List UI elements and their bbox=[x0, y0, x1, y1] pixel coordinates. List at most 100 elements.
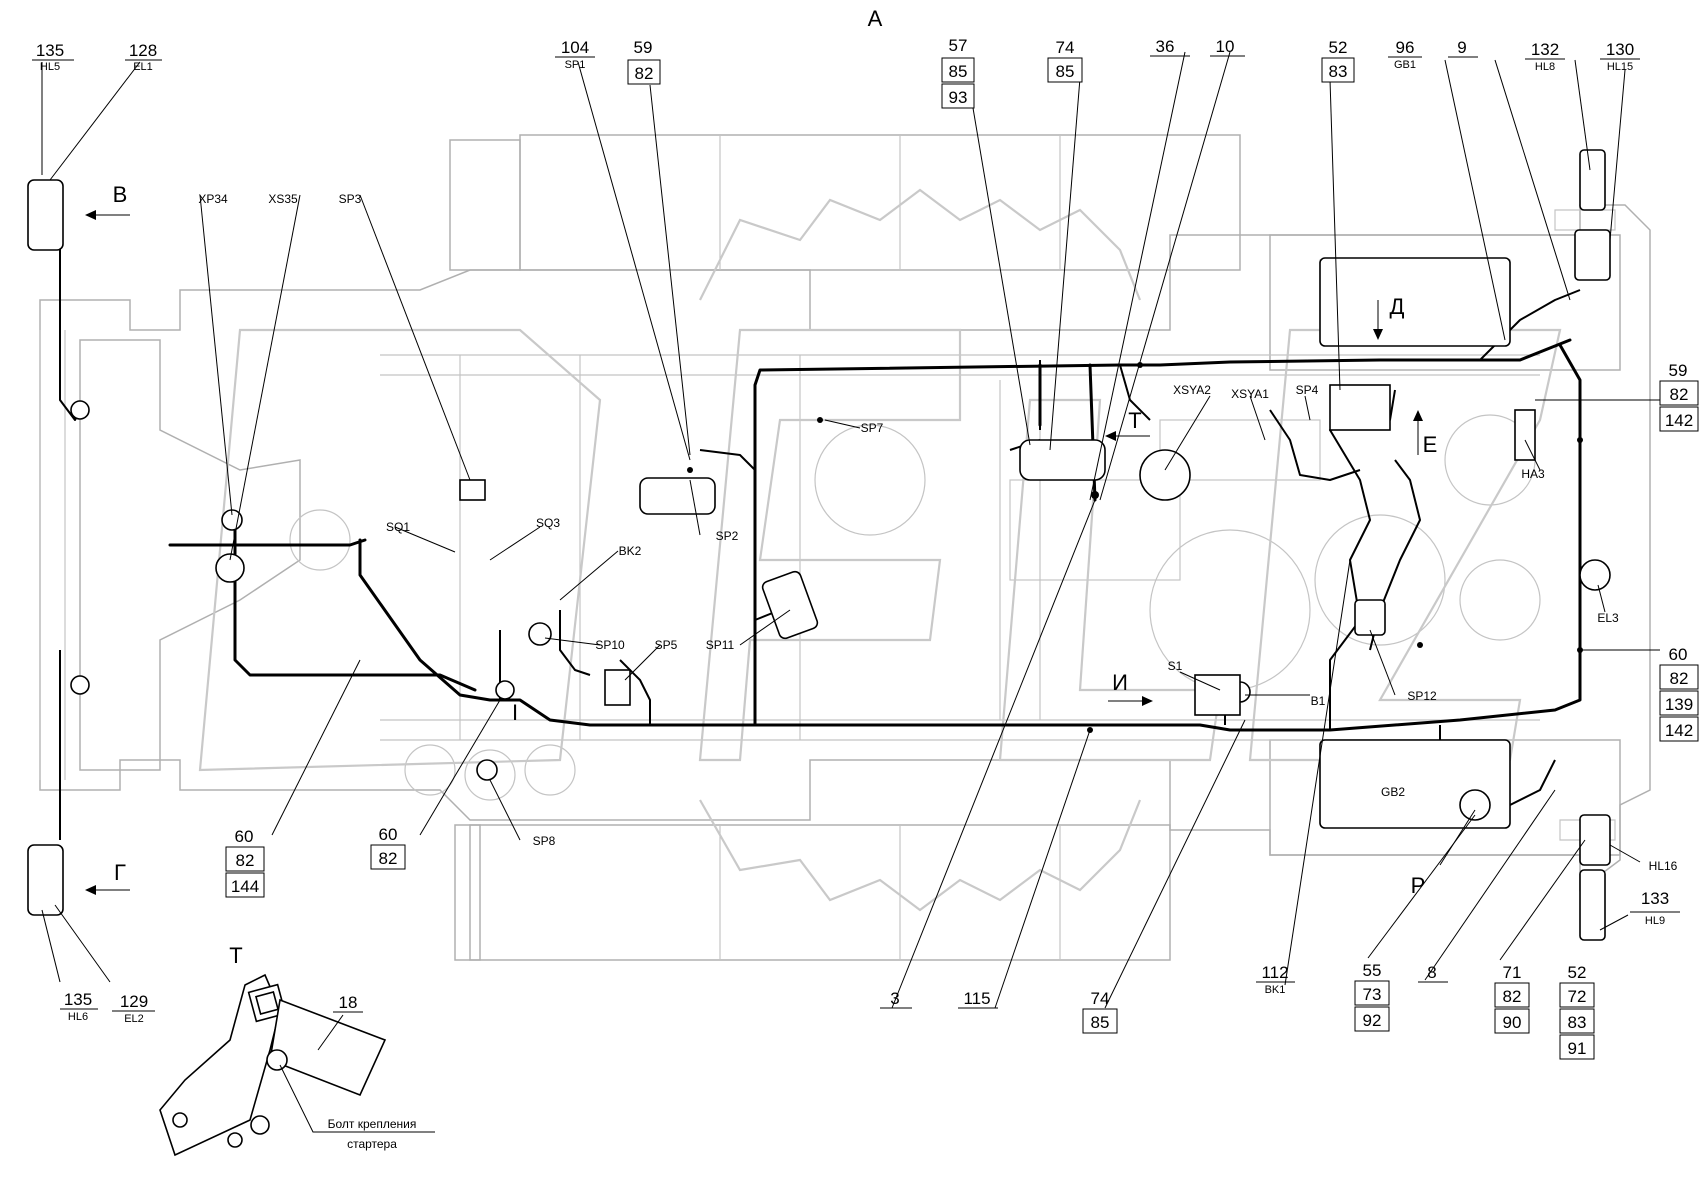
callout-128: 128 bbox=[129, 41, 157, 60]
callout-90: 90 bbox=[1503, 1013, 1522, 1032]
callout-73: 73 bbox=[1363, 985, 1382, 1004]
ground-point-i bbox=[495, 680, 515, 700]
callout-93: 93 bbox=[949, 88, 968, 107]
label-ha3: HA3 bbox=[1521, 467, 1545, 481]
callout-112-sub: BK1 bbox=[1265, 984, 1286, 996]
callout-130-sub: HL15 bbox=[1607, 61, 1633, 73]
detail-view-t: Т 18 Болт крепления стартера bbox=[159, 943, 435, 1157]
lamp-socket-left-rear bbox=[70, 675, 90, 695]
label-sp4: SP4 bbox=[1296, 383, 1319, 397]
label-gb2: GB2 bbox=[1381, 785, 1405, 799]
el3-lamp bbox=[1579, 559, 1611, 591]
callout-8: 8 bbox=[1427, 963, 1436, 982]
label-hl16: HL16 bbox=[1649, 859, 1678, 873]
label-xs35: XS35 bbox=[268, 192, 298, 206]
gb2-terminal bbox=[1459, 789, 1491, 821]
label-ground-i: I bbox=[512, 700, 518, 725]
relay-box-sp4 bbox=[1329, 384, 1391, 431]
callout-60-right: 60 bbox=[1669, 645, 1688, 664]
callout-60-b: 60 bbox=[379, 825, 398, 844]
components bbox=[27, 149, 1611, 941]
leader-lines bbox=[41, 51, 1660, 1009]
view-markers: А В Г Т Д Е И Р bbox=[85, 6, 1437, 898]
callout-10: 10 bbox=[1216, 37, 1235, 56]
callout-142-b: 142 bbox=[1665, 721, 1693, 740]
view-letter-e: Е bbox=[1423, 432, 1438, 457]
battery-gb1 bbox=[1319, 257, 1511, 347]
callout-85b: 85 bbox=[1056, 62, 1075, 81]
sp12-sensor bbox=[1354, 599, 1386, 636]
callout-82-a: 82 bbox=[236, 851, 255, 870]
label-sp10: SP10 bbox=[595, 638, 625, 652]
detail-note-line2: стартера bbox=[347, 1137, 397, 1151]
callout-135-top-sub: HL5 bbox=[40, 61, 60, 73]
callouts-bottom: 60 82 144 60 82 135 HL6 129 EL2 3 115 74… bbox=[60, 825, 1680, 1060]
sp3-sensor bbox=[459, 479, 486, 501]
callout-74-top: 74 bbox=[1056, 38, 1075, 57]
callout-82-c: 82 bbox=[1503, 987, 1522, 1006]
sp10-sensor bbox=[528, 622, 552, 646]
label-sp3: SP3 bbox=[339, 192, 362, 206]
view-letter-t: Т bbox=[1128, 408, 1141, 433]
callout-139: 139 bbox=[1665, 695, 1693, 714]
label-bk2: BK2 bbox=[619, 544, 642, 558]
headlamp-left-rear bbox=[27, 844, 64, 916]
view-letter-v: В bbox=[113, 182, 128, 207]
callout-130: 130 bbox=[1606, 40, 1634, 59]
label-sp11: SP11 bbox=[706, 638, 735, 652]
callout-129-sub: EL2 bbox=[124, 1013, 144, 1025]
callouts-top: 135 HL5 128 EL1 104 SP1 59 82 57 85 93 7… bbox=[32, 36, 1640, 109]
label-sp5: SP5 bbox=[655, 638, 678, 652]
callout-59-right: 59 bbox=[1669, 361, 1688, 380]
lamp-hl16 bbox=[1579, 814, 1611, 866]
lamp-socket-left-front bbox=[70, 400, 90, 420]
label-xsya1: XSYA1 bbox=[1231, 387, 1269, 401]
view-letter-i: И bbox=[1112, 670, 1128, 695]
callout-96-sub: GB1 bbox=[1394, 59, 1416, 71]
callout-71: 71 bbox=[1503, 963, 1522, 982]
callout-96: 96 bbox=[1396, 38, 1415, 57]
label-s1: S1 bbox=[1168, 659, 1183, 673]
detail-note-line1: Болт крепления bbox=[328, 1117, 417, 1131]
callout-132-sub: HL8 bbox=[1535, 61, 1555, 73]
view-letter-r: Р bbox=[1411, 873, 1426, 898]
callout-60-a: 60 bbox=[235, 827, 254, 846]
callout-133-sub: HL9 bbox=[1645, 915, 1665, 927]
sp11-pump bbox=[761, 570, 819, 640]
headlamp-left-front bbox=[27, 179, 64, 251]
callout-85-bot: 85 bbox=[1091, 1013, 1110, 1032]
main-harness bbox=[59, 225, 1582, 840]
xsya2-valve bbox=[1139, 449, 1191, 501]
callout-82-right-a: 82 bbox=[1670, 385, 1689, 404]
callout-55: 55 bbox=[1363, 961, 1382, 980]
lamp-hl8 bbox=[1579, 149, 1606, 211]
callout-142-a: 142 bbox=[1665, 411, 1693, 430]
label-b1: B1 bbox=[1311, 694, 1326, 708]
lamp-hl9 bbox=[1579, 869, 1606, 941]
label-sp7: SP7 bbox=[861, 421, 884, 435]
label-sp8: SP8 bbox=[533, 834, 556, 848]
callout-82-b: 82 bbox=[379, 849, 398, 868]
label-sp12: SP12 bbox=[1407, 689, 1437, 703]
callout-52-bot: 52 bbox=[1568, 963, 1587, 982]
callout-112: 112 bbox=[1261, 963, 1288, 982]
designators: XP34 XS35 SP3 SQ1 SQ3 BK2 SP2 SP10 SP5 S… bbox=[198, 192, 1677, 873]
callout-18: 18 bbox=[339, 993, 358, 1012]
callout-144: 144 bbox=[231, 877, 259, 896]
callout-3: 3 bbox=[890, 989, 899, 1008]
callout-9: 9 bbox=[1457, 38, 1466, 57]
callout-132: 132 bbox=[1531, 40, 1559, 59]
s1-switch bbox=[1194, 674, 1241, 716]
callout-133: 133 bbox=[1641, 889, 1669, 908]
xs35-connector bbox=[215, 553, 245, 583]
callout-115: 115 bbox=[963, 989, 990, 1008]
callout-83: 83 bbox=[1329, 62, 1348, 81]
callout-128-sub: EL1 bbox=[133, 61, 153, 73]
callout-82: 82 bbox=[635, 64, 654, 83]
starter bbox=[1019, 439, 1106, 481]
label-el3: EL3 bbox=[1597, 611, 1619, 625]
callout-59: 59 bbox=[634, 38, 653, 57]
detail-title: Т bbox=[229, 943, 242, 968]
label-sp2: SP2 bbox=[716, 529, 739, 543]
